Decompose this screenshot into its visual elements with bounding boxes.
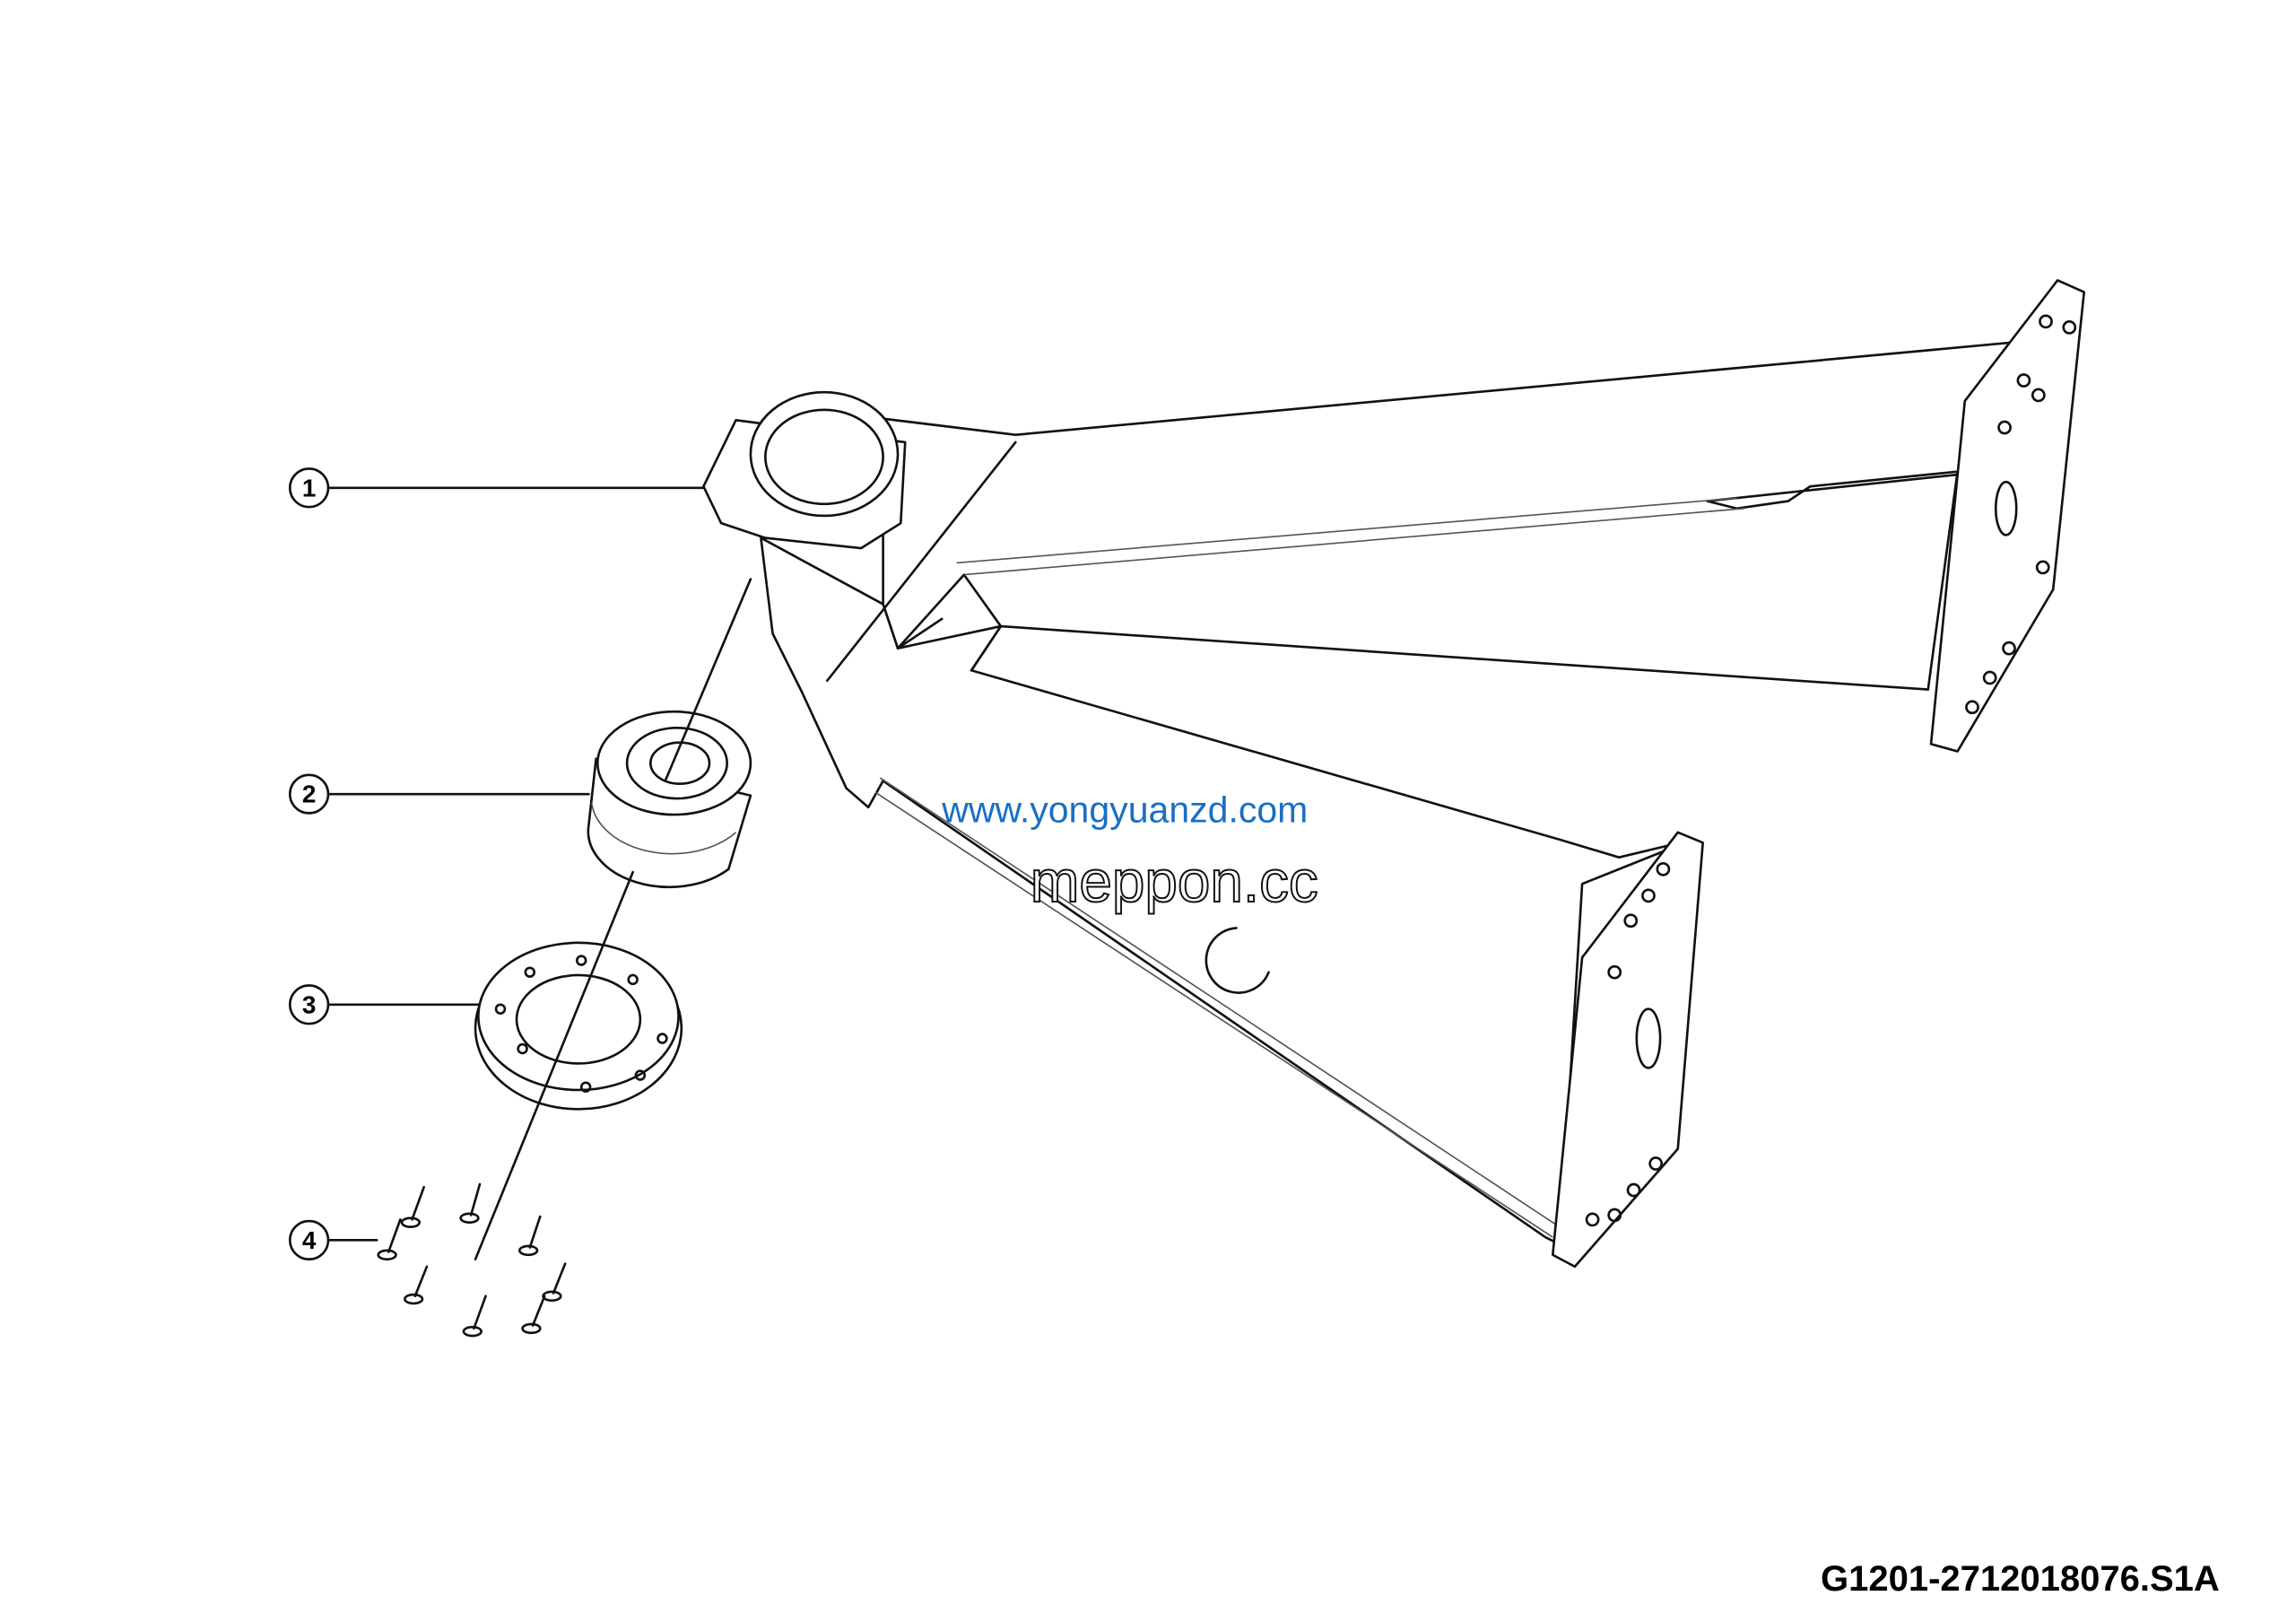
bolts-part xyxy=(377,1182,567,1338)
callout-3: 3 xyxy=(288,984,480,1025)
assembly-axis-line xyxy=(474,578,752,1261)
frame-part xyxy=(702,279,2086,1269)
callout-label: 4 xyxy=(302,1226,317,1254)
callout-4: 4 xyxy=(288,1219,378,1261)
watermark-outline: meppon.cc xyxy=(1031,849,1318,914)
callout-label: 1 xyxy=(302,474,317,501)
callout-label: 2 xyxy=(302,780,317,808)
watermark-url: www.yongyuanzd.com xyxy=(941,789,1308,830)
callout-2: 2 xyxy=(288,773,590,815)
bearing-part xyxy=(587,710,752,889)
callout-label: 3 xyxy=(302,990,317,1018)
mounting-holes-lower xyxy=(1585,861,1671,1227)
mounting-holes-upper xyxy=(1965,314,2077,715)
drawing-code: G1201-2712018076.S1A xyxy=(1821,1559,2220,1599)
flange-ring-part xyxy=(474,941,683,1111)
callout-1: 1 xyxy=(288,467,705,509)
